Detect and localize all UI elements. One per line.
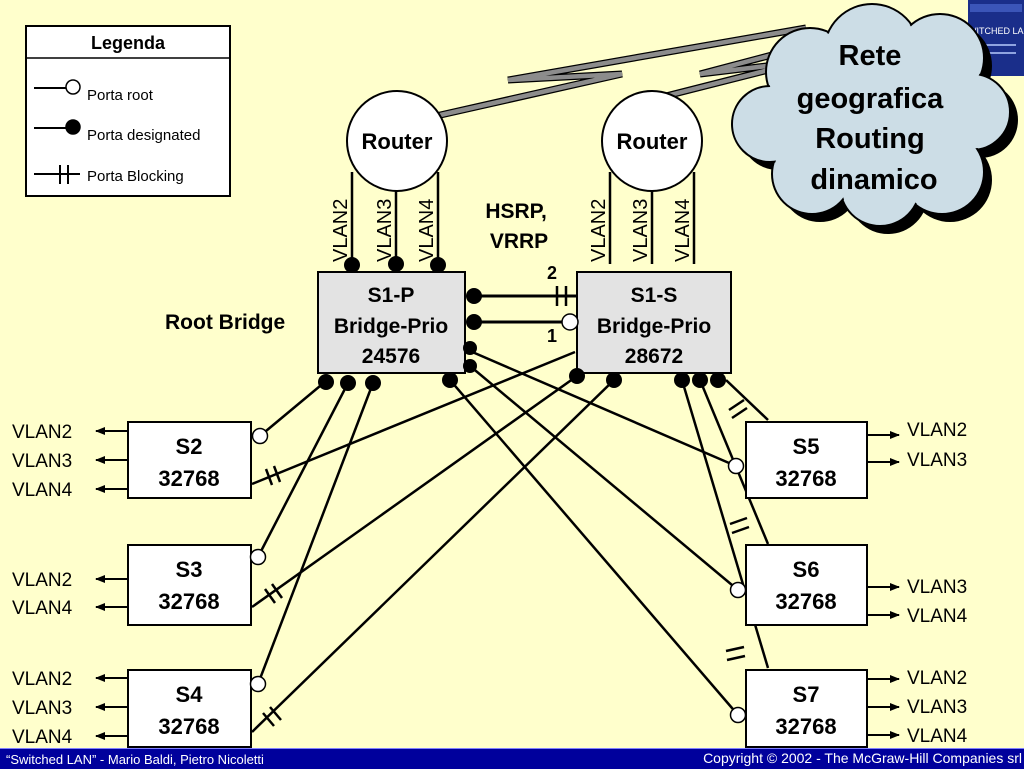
router-right-label: Router bbox=[617, 129, 688, 154]
s4-name: S4 bbox=[176, 682, 204, 707]
router-vlan-links bbox=[350, 172, 696, 264]
s5-vlan-2: VLAN3 bbox=[907, 450, 967, 471]
hsrp-line-1: HSRP, bbox=[485, 200, 546, 223]
s4-vlan-2: VLAN3 bbox=[12, 698, 72, 719]
s7-vlan-2: VLAN3 bbox=[907, 697, 967, 718]
s1s-name: S1-S bbox=[631, 284, 678, 307]
wan-links bbox=[435, 24, 807, 120]
s7-vlan-1: VLAN2 bbox=[907, 668, 967, 689]
core-links bbox=[474, 294, 578, 324]
cloud-line-4: dinamico bbox=[810, 164, 937, 196]
legend-title: Legenda bbox=[91, 33, 166, 53]
legend-blocking-port-symbol bbox=[34, 165, 80, 184]
footer-copyright: Copyright © 2002 - The McGraw-Hill Compa… bbox=[703, 750, 1022, 766]
switch-s1s: S1-S Bridge-Prio 28672 bbox=[576, 271, 732, 374]
cloud-line-3: Routing bbox=[815, 123, 925, 155]
s1s-prio: 28672 bbox=[625, 345, 683, 368]
switch-s4: S4 32768 bbox=[127, 669, 252, 748]
vlan-label-r2-vlan3: VLAN3 bbox=[630, 199, 652, 262]
core-designated-ports bbox=[318, 288, 726, 391]
vlan-labels-right: VLAN2 VLAN3 VLAN3 VLAN4 VLAN2 VLAN3 VLAN… bbox=[907, 420, 968, 747]
footer-bar: “Switched LAN” - Mario Baldi, Pietro Nic… bbox=[0, 748, 1024, 769]
s7-vlan-3: VLAN4 bbox=[907, 726, 968, 747]
hsrp-label: HSRP, VRRP bbox=[485, 200, 552, 253]
s5-name: S5 bbox=[793, 434, 820, 459]
switch-s1p: S1-P Bridge-Prio 24576 bbox=[317, 271, 466, 374]
switch-s5: S5 32768 bbox=[745, 421, 868, 499]
vlan-arrows-left bbox=[95, 427, 128, 740]
core-link-number-2: 2 bbox=[547, 263, 557, 283]
s2-vlan-3: VLAN4 bbox=[12, 480, 73, 501]
switch-s2: S2 32768 bbox=[127, 421, 252, 499]
core-link-number-1: 1 bbox=[547, 326, 557, 346]
legend-designated-label: Porta designated bbox=[87, 127, 200, 144]
access-root-ports bbox=[249, 427, 747, 724]
s3-vlan-1: VLAN2 bbox=[12, 570, 72, 591]
legend: Legenda Porta root Porta designated Port… bbox=[25, 25, 231, 197]
network-diagram: Legenda Porta root Porta designated Port… bbox=[12, 0, 1024, 748]
core-root-port bbox=[561, 313, 579, 331]
legend-root-port-symbol bbox=[34, 79, 81, 95]
router-right: Router bbox=[601, 90, 703, 192]
s3-prio: 32768 bbox=[158, 589, 219, 614]
s4-vlan-1: VLAN2 bbox=[12, 669, 72, 690]
core-link-blocking-mark bbox=[555, 286, 568, 306]
legend-blocking-label: Porta Blocking bbox=[87, 168, 184, 185]
vlan-labels-left: VLAN2 VLAN3 VLAN4 VLAN2 VLAN4 VLAN2 VLAN… bbox=[12, 422, 73, 748]
switch-s7: S7 32768 bbox=[745, 669, 868, 748]
vlan-label-r1-vlan2: VLAN2 bbox=[330, 199, 352, 262]
router-left: Router bbox=[346, 90, 448, 192]
switch-s3: S3 32768 bbox=[127, 544, 252, 626]
root-bridge-label: Root Bridge bbox=[165, 311, 285, 334]
s1p-prio: 24576 bbox=[362, 345, 420, 368]
s7-prio: 32768 bbox=[775, 714, 836, 739]
s3-vlan-2: VLAN4 bbox=[12, 598, 73, 619]
footer-book-credit: “Switched LAN” - Mario Baldi, Pietro Nic… bbox=[6, 752, 264, 767]
wan-cloud: Rete geografica Routing dinamico bbox=[731, 3, 1018, 234]
vlan-label-r2-vlan2: VLAN2 bbox=[588, 199, 610, 262]
s3-name: S3 bbox=[176, 557, 203, 582]
uplinks bbox=[251, 349, 770, 733]
blocking-marks bbox=[262, 398, 750, 727]
s4-prio: 32768 bbox=[158, 714, 219, 739]
s1p-name: S1-P bbox=[368, 284, 415, 307]
s2-vlan-2: VLAN3 bbox=[12, 451, 72, 472]
s2-vlan-1: VLAN2 bbox=[12, 422, 72, 443]
switch-s6: S6 32768 bbox=[745, 544, 868, 626]
s7-name: S7 bbox=[793, 682, 820, 707]
s2-name: S2 bbox=[176, 434, 203, 459]
legend-designated-port-symbol bbox=[34, 119, 81, 135]
s6-prio: 32768 bbox=[775, 589, 836, 614]
s4-vlan-3: VLAN4 bbox=[12, 727, 73, 748]
s6-name: S6 bbox=[793, 557, 820, 582]
vlan-label-r1-vlan4: VLAN4 bbox=[416, 199, 438, 262]
book-logo-title: SWITCHED LAN bbox=[962, 26, 1024, 36]
vlan-label-r2-vlan4: VLAN4 bbox=[672, 199, 694, 262]
hsrp-line-2: VRRP bbox=[490, 230, 548, 253]
s5-vlan-1: VLAN2 bbox=[907, 420, 967, 441]
router-left-label: Router bbox=[362, 129, 433, 154]
s1s-prio-label: Bridge-Prio bbox=[597, 315, 711, 338]
s6-vlan-1: VLAN3 bbox=[907, 577, 967, 598]
s5-prio: 32768 bbox=[775, 466, 836, 491]
s1p-prio-label: Bridge-Prio bbox=[334, 315, 448, 338]
vlan-label-r1-vlan3: VLAN3 bbox=[374, 199, 396, 262]
legend-root-label: Porta root bbox=[87, 87, 154, 104]
cloud-line-2: geografica bbox=[797, 83, 945, 115]
s6-vlan-2: VLAN4 bbox=[907, 606, 968, 627]
router-vlan-ports bbox=[344, 256, 446, 273]
svg-text:Rete geografica Ro: Rete geografica Routing dinamico bbox=[797, 40, 952, 196]
vlan-arrows-right bbox=[867, 431, 900, 739]
s2-prio: 32768 bbox=[158, 466, 219, 491]
router-vlan-labels: VLAN2 VLAN3 VLAN4 VLAN2 VLAN3 VLAN4 bbox=[330, 199, 694, 262]
cloud-line-1: Rete bbox=[839, 40, 902, 72]
